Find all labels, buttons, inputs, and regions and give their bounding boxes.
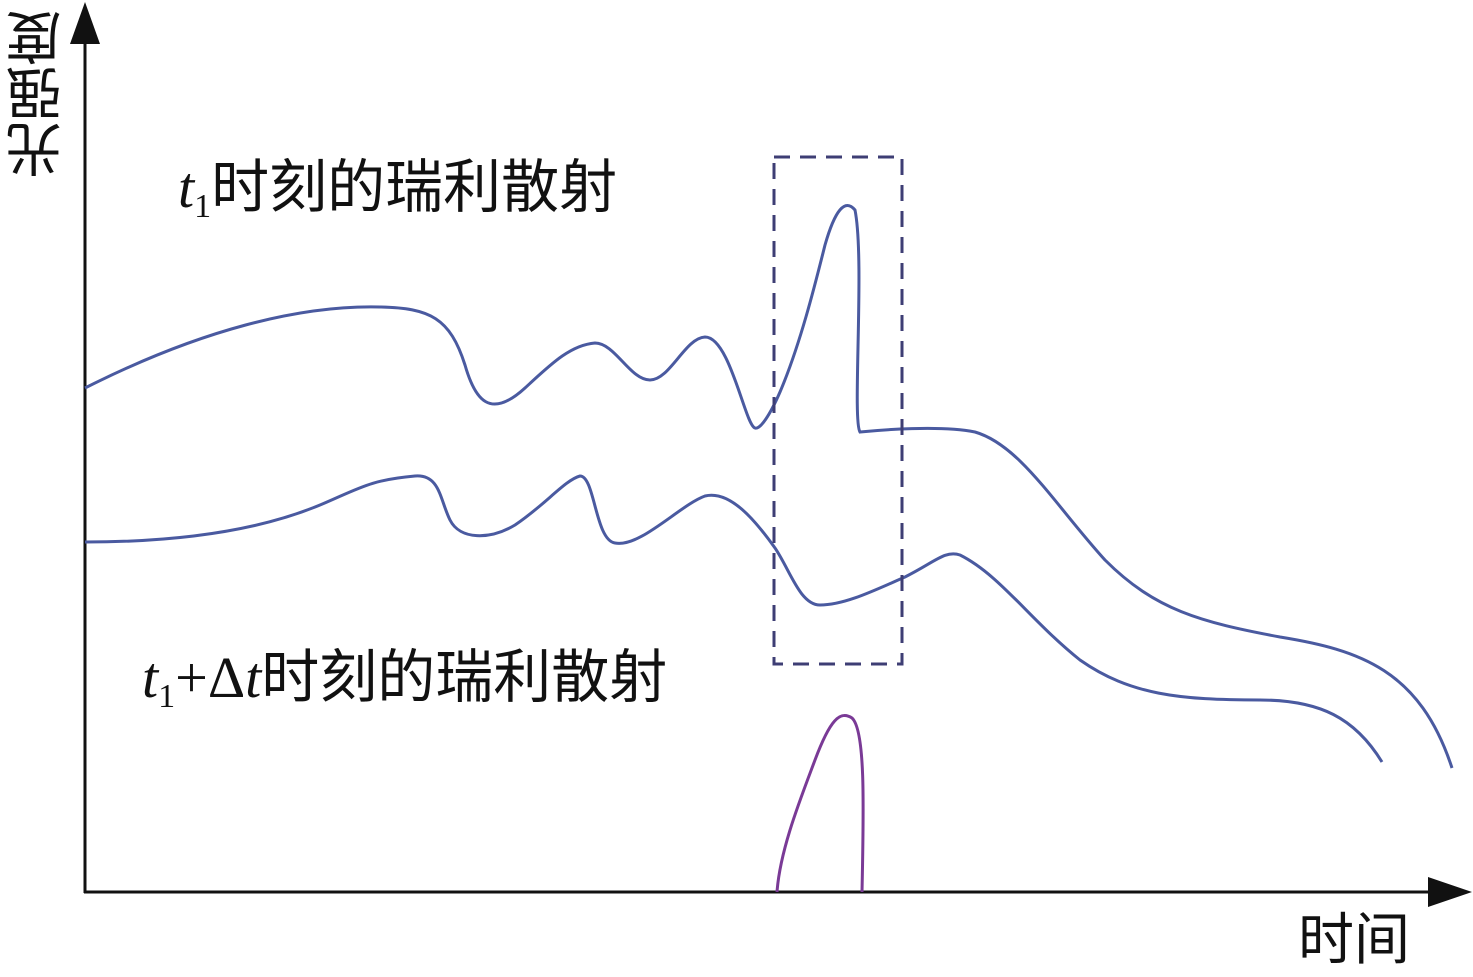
- highlight-dashed-box: [772, 155, 904, 666]
- t1dt-label-var: t: [142, 645, 159, 710]
- t1-dt-scattering-curve: [84, 474, 1384, 763]
- t1-curve-label: t1时刻的瑞利散射: [178, 158, 617, 224]
- t1dt-label-delta: Δ: [207, 645, 246, 710]
- x-axis-arrowhead: [1428, 877, 1472, 907]
- t1-scattering-curve: [84, 204, 1454, 769]
- x-axis-label: 时间: [1298, 908, 1410, 973]
- t1-label-suffix: 时刻的瑞利散射: [211, 153, 618, 221]
- y-axis-label: 光强度: [6, 10, 71, 178]
- t1-dt-curve-label: t1+Δt时刻的瑞利散射: [142, 648, 667, 714]
- t1dt-label-plus: +: [175, 645, 208, 710]
- t1-label-sub: 1: [194, 188, 212, 226]
- t1dt-label-var2: t: [245, 645, 262, 710]
- difference-peak-curve: [775, 713, 865, 893]
- t1dt-label-suffix: 时刻的瑞利散射: [261, 643, 668, 711]
- t1dt-label-sub: 1: [158, 678, 176, 716]
- y-axis-arrowhead: [70, 2, 100, 44]
- t1-label-var: t: [178, 155, 195, 220]
